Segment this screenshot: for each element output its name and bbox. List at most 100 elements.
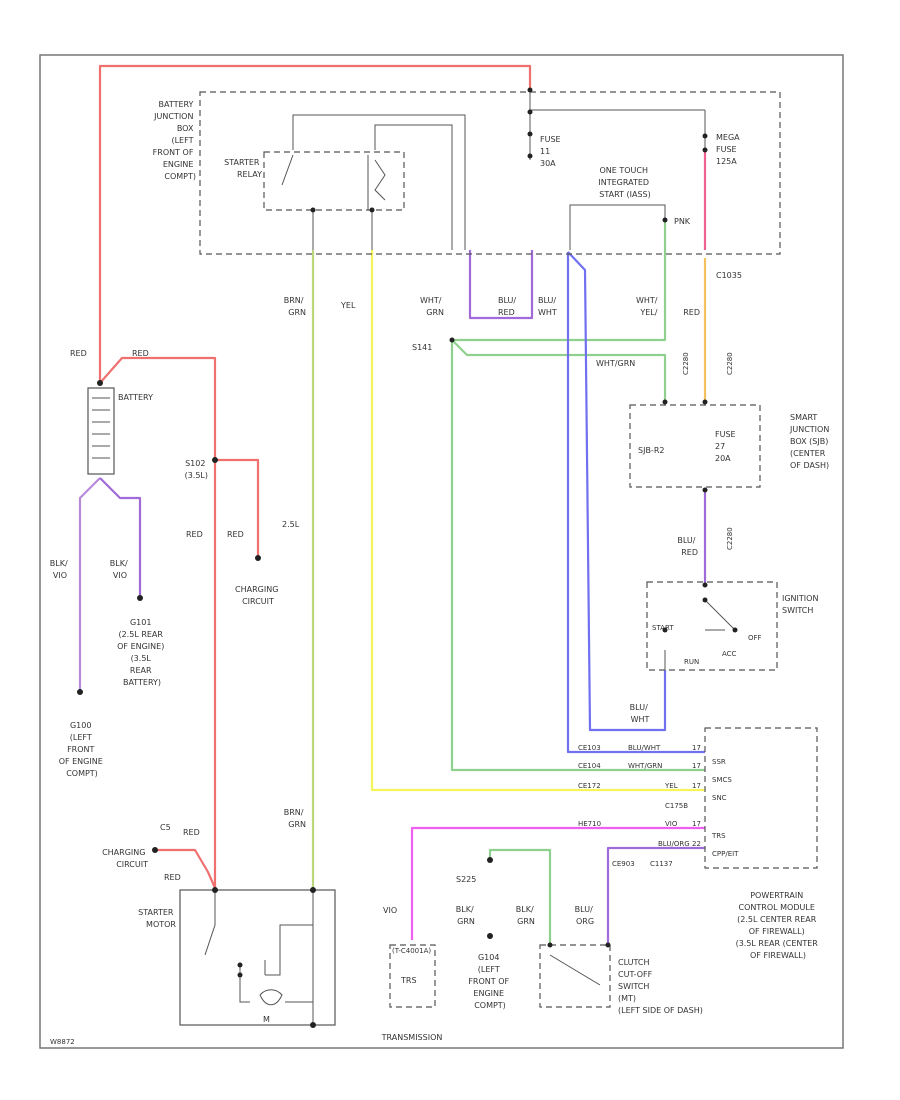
wire-red-charging-starter xyxy=(155,848,217,889)
pcm-row-6: BLU/ORG 22 xyxy=(658,840,701,848)
battery-body xyxy=(87,387,115,475)
c2280-label-c: C2280 xyxy=(726,527,734,550)
ign-acc-label: ACC xyxy=(722,650,737,658)
g104-label: G104 (LEFT FRONT OF ENGINE COMPT) xyxy=(468,953,511,1010)
mega-fuse-label: MEGA FUSE 125A xyxy=(716,133,742,166)
labels: BATTERY JUNCTION BOX (LEFT FRONT OF ENGI… xyxy=(50,100,832,1046)
clutch-label: CLUTCH CUT-OFF SWITCH (MT) (LEFT SIDE OF… xyxy=(618,958,703,1015)
blk-vio-label-1: BLK/ VIO xyxy=(50,559,70,580)
wire-blu-wht-2 xyxy=(567,251,667,732)
c1035-label: C1035 xyxy=(716,271,742,280)
blk-grn-2-label: BLK/ GRN xyxy=(516,905,536,926)
blu-wht-top-label: BLU/ WHT xyxy=(538,296,559,317)
wire-red-s102-branch xyxy=(215,458,260,558)
transmission-label: TRANSMISSION xyxy=(381,1033,443,1042)
vio-label: VIO xyxy=(383,906,397,915)
sjb-box xyxy=(629,404,761,488)
pcm-label: POWERTRAIN CONTROL MODULE (2.5L CENTER R… xyxy=(736,891,821,960)
yel-top-label: YEL xyxy=(340,301,356,310)
wht-yel-red-label: WHT/ YEL/ RED xyxy=(636,296,700,317)
wire-ground-g101 xyxy=(99,477,142,596)
wire-wht-grn-one-touch xyxy=(452,220,667,342)
trs-plug-label: (T-C4001A) xyxy=(392,947,431,955)
ign-run-label: RUN xyxy=(684,658,699,666)
g25l-label: 2.5L xyxy=(282,520,300,529)
wire-wht-grn xyxy=(450,340,705,772)
wire-vio-trs xyxy=(410,826,705,940)
pcm-row-3: CE172 YEL 17 xyxy=(578,782,701,790)
starter-motor-box xyxy=(179,889,336,1026)
brn-grn-top-label: BRN/ GRN xyxy=(284,296,306,317)
battery-label: BATTERY xyxy=(118,393,153,402)
wire-blu-red xyxy=(468,250,534,320)
red-red-label: RED RED xyxy=(186,530,244,539)
fuse-27-label: FUSE 27 20A xyxy=(715,430,738,463)
fuse-11-label: FUSE 11 30A xyxy=(540,135,563,168)
pcm-box xyxy=(704,727,818,869)
clutch-switch-internals xyxy=(549,954,601,986)
junction-dots xyxy=(77,87,738,1028)
g101-label: G101 (2.5L REAR OF ENGINE) (3.5L REAR BA… xyxy=(117,618,167,687)
diagram-frame xyxy=(39,54,844,1049)
starter-relay-box xyxy=(263,151,405,211)
wire-red-battery-starter xyxy=(99,356,217,888)
blu-red-2-label: BLU/ RED xyxy=(677,536,698,557)
starter-motor-label: STARTER MOTOR xyxy=(138,908,176,929)
c2280-label-b: C2280 xyxy=(726,352,734,375)
c2280-label-a: C2280 xyxy=(682,352,690,375)
starter-motor-internals xyxy=(204,888,314,1025)
blk-vio-label-2: BLK/ VIO xyxy=(110,559,130,580)
wire-red-main xyxy=(98,64,532,385)
pcm-row-1: CE103 BLU/WHT 17 xyxy=(578,744,701,752)
pcm-row-2: CE104 WHT/GRN 17 xyxy=(578,762,701,770)
ign-off-label: OFF xyxy=(748,634,762,642)
charging-circuit-2-label: CHARGING CIRCUIT xyxy=(102,848,148,869)
sjb-label: SMART JUNCTION BOX (SJB) (CENTER OF DASH… xyxy=(789,413,832,470)
ignition-switch-label: IGNITION SWITCH xyxy=(782,594,821,615)
red-3-label: RED xyxy=(164,873,181,882)
pcm-row-5: HE710 VIO 17 xyxy=(578,820,701,828)
blk-grn-label: BLK/ GRN xyxy=(456,905,476,926)
charging-circuit-1-label: CHARGING CIRCUIT xyxy=(235,585,281,606)
battery-cells xyxy=(92,397,110,459)
jbox-internals xyxy=(281,90,706,250)
blu-wht-2-label: BLU/ WHT xyxy=(630,703,651,724)
footer-code: W8872 xyxy=(50,1038,75,1046)
brn-grn-bot-label: BRN/ GRN xyxy=(284,808,306,829)
pnk-label: PNK xyxy=(674,217,691,226)
blu-red-label: BLU/ RED xyxy=(498,296,519,317)
wire-yel xyxy=(370,250,705,792)
wire-blu-org xyxy=(606,846,705,945)
sjb-r2-label: SJB-R2 xyxy=(638,446,664,455)
c-red-label: C5 RED xyxy=(160,823,200,837)
components xyxy=(87,91,818,1026)
battery-junction-box xyxy=(199,91,781,255)
bjb-label: BATTERY JUNCTION BOX (LEFT FRONT OF ENGI… xyxy=(153,100,196,181)
pcm-signals: SSR SMCS SNC TRS CPP/EIT xyxy=(711,758,739,858)
trs-label: TRS xyxy=(400,976,417,985)
wires xyxy=(78,64,707,945)
m-label: M xyxy=(263,1015,270,1024)
wire-ground-g100 xyxy=(78,477,101,690)
trs-box xyxy=(389,944,436,1008)
wire-blk-grn-s225 xyxy=(488,848,552,945)
s141-label: S141 xyxy=(412,343,432,352)
wire-wht-grn-sjb xyxy=(451,339,667,402)
s102-label: S102 (3.5L) xyxy=(185,459,208,480)
ign-start-label: START xyxy=(652,624,674,632)
starter-relay-label: STARTER RELAY xyxy=(224,158,262,179)
s225-label: S225 xyxy=(456,875,476,884)
red-label-1: RED xyxy=(70,349,87,358)
wht-grn-top-label: WHT/ GRN xyxy=(420,296,444,317)
g100-label: G100 (LEFT FRONT OF ENGINE COMPT) xyxy=(59,721,106,778)
one-touch-label: ONE TOUCH INTEGRATED START (IASS) xyxy=(598,166,651,199)
ignition-switch-box xyxy=(646,581,778,671)
pcm-row-4: C175B xyxy=(665,802,688,810)
ignition-switch-internals xyxy=(664,599,736,670)
pcm-row-7: CE903 C1137 xyxy=(612,860,673,868)
wht-grn-mid-label: WHT/GRN xyxy=(596,359,635,368)
blu-org-label: BLU/ ORG xyxy=(575,905,596,926)
red-label-2: RED xyxy=(132,349,149,358)
wire-blu-wht-1 xyxy=(566,252,705,754)
